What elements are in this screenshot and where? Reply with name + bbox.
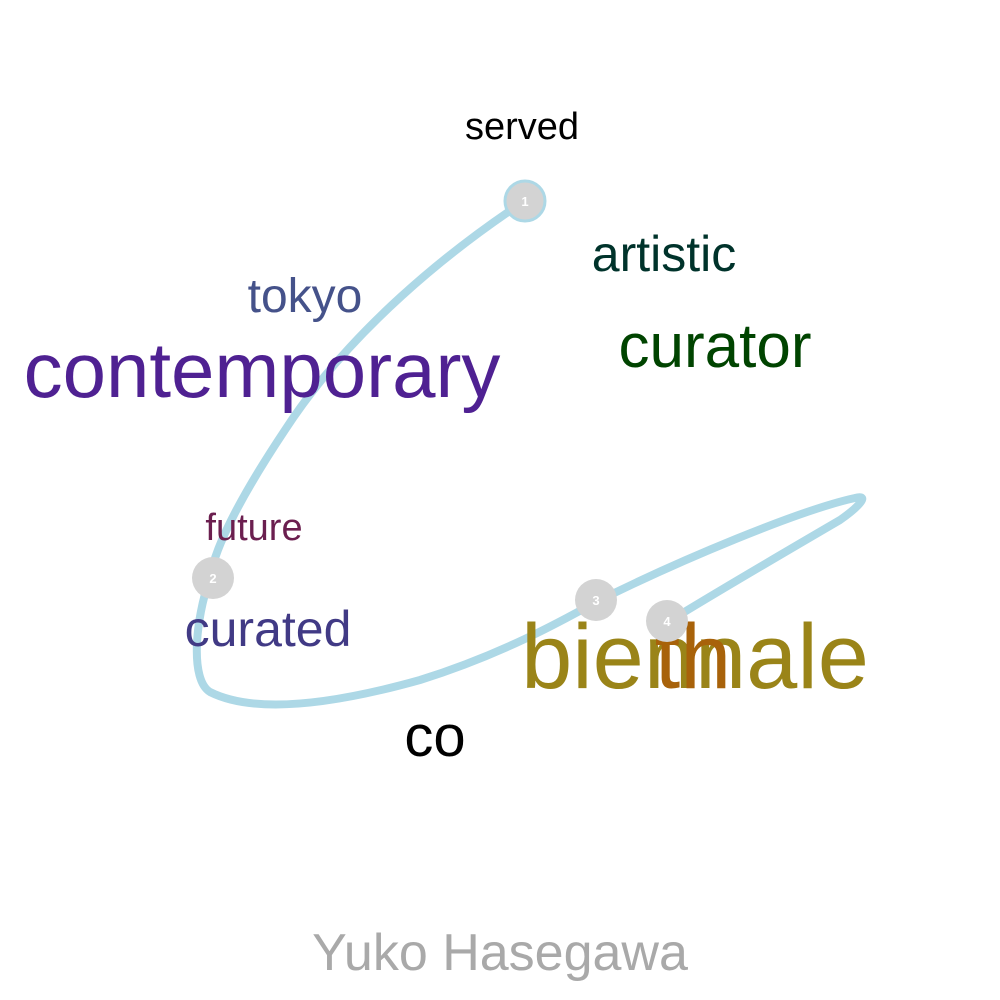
word-future: future — [205, 507, 302, 549]
marker-1: 1 — [503, 179, 547, 223]
trajectory-path — [192, 196, 867, 709]
marker-4-label: 4 — [663, 614, 671, 629]
marker-3: 3 — [575, 579, 617, 621]
word-curated: curated — [185, 601, 352, 657]
word-contemporary: contemporary — [24, 326, 501, 414]
marker-4: 4 — [646, 600, 688, 642]
word-served: served — [465, 106, 579, 148]
marker-1-label: 1 — [521, 194, 528, 209]
word-tokyo: tokyo — [248, 270, 363, 323]
marker-2: 2 — [192, 557, 234, 599]
caption-name: Yuko Hasegawa — [312, 924, 688, 982]
marker-4-dot — [646, 600, 688, 642]
word-curator: curator — [619, 312, 812, 381]
marker-3-label: 3 — [592, 593, 599, 608]
word-biennale: biennale — [521, 606, 869, 708]
word-artistic: artistic — [592, 226, 736, 282]
marker-2-dot — [192, 557, 234, 599]
word-co: co — [404, 704, 465, 769]
marker-1-dot — [503, 179, 547, 223]
marker-2-label: 2 — [209, 571, 216, 586]
marker-3-dot — [575, 579, 617, 621]
